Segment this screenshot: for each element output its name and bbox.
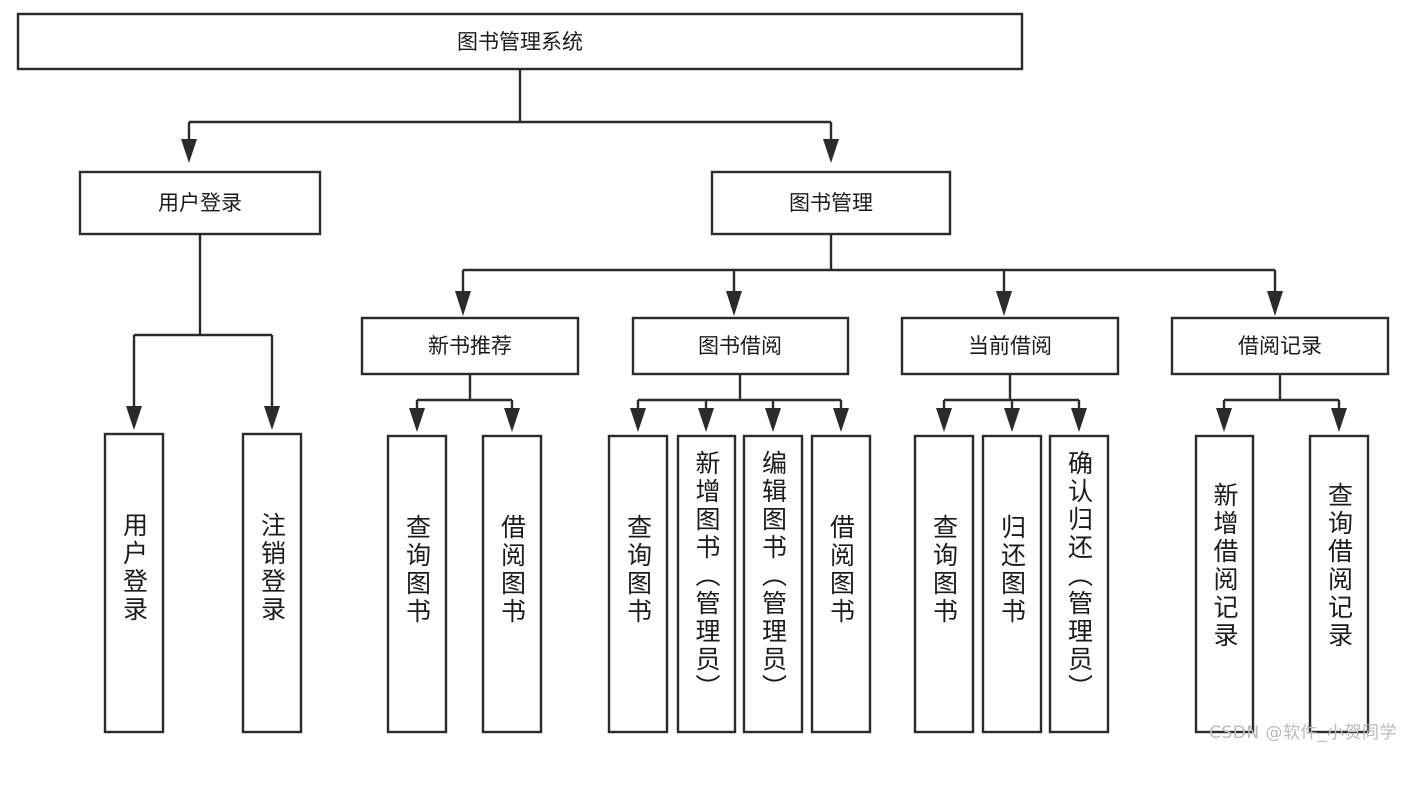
csdn-watermark: CSDN @软件_小贺同学 xyxy=(1209,723,1397,743)
node-label-current-borrow: 当前借阅 xyxy=(968,334,1052,358)
node-label-borrow-record: 借阅记录 xyxy=(1238,334,1322,358)
arrow-borrow-to-leaf-2 xyxy=(698,408,714,432)
node-label-book-borrow: 图书借阅 xyxy=(698,334,782,358)
book-management-system-tree-diagram: 图书管理系统 用户登录 图书管理 新书推荐 图书借阅 当前借阅 借阅记录 xyxy=(16,12,1397,743)
node-box-leaf-borrow-1[interactable] xyxy=(607,434,669,734)
arrow-recommend-to-leaf-2 xyxy=(504,408,520,432)
node-box-leaf-borrow-4[interactable] xyxy=(810,434,872,734)
tree-diagram-canvas: 图书管理系统 用户登录 图书管理 新书推荐 图书借阅 当前借阅 借阅记录 xyxy=(16,12,1390,734)
arrow-current-to-leaf-3 xyxy=(1071,408,1087,432)
node-box-leaf-current-2[interactable] xyxy=(981,434,1043,734)
node-box-leaf-recommend-2[interactable] xyxy=(481,434,543,734)
node-box-leaf-borrow-3[interactable] xyxy=(742,434,804,734)
arrow-book-mgmt-to-borrow xyxy=(726,291,742,316)
node-box-leaf-record-1[interactable] xyxy=(1194,434,1255,734)
node-box-user-login[interactable] xyxy=(78,170,322,236)
node-box-root[interactable] xyxy=(16,12,1024,71)
arrow-book-mgmt-to-recommend xyxy=(455,291,471,316)
node-box-leaf-record-2[interactable] xyxy=(1308,434,1370,734)
node-box-leaf-current-1[interactable] xyxy=(913,434,975,734)
arrow-record-to-leaf-1 xyxy=(1216,408,1232,432)
arrow-current-to-leaf-2 xyxy=(1004,408,1020,432)
node-box-new-book-recommend[interactable] xyxy=(360,316,580,376)
arrow-root-to-book-mgmt xyxy=(823,139,839,163)
node-box-borrow-record[interactable] xyxy=(1170,316,1390,376)
node-box-current-borrow[interactable] xyxy=(900,316,1120,376)
node-box-leaf-user-login-2[interactable] xyxy=(241,432,303,734)
arrow-borrow-to-leaf-3 xyxy=(765,408,781,432)
node-box-book-management[interactable] xyxy=(710,170,952,236)
arrow-record-to-leaf-2 xyxy=(1331,408,1347,432)
node-box-leaf-recommend-1[interactable] xyxy=(386,434,448,734)
node-box-leaf-user-login-1[interactable] xyxy=(103,432,165,734)
node-box-leaf-current-3[interactable] xyxy=(1048,434,1110,734)
node-label-user-login: 用户登录 xyxy=(158,191,242,215)
node-layer: 图书管理系统 用户登录 图书管理 新书推荐 图书借阅 当前借阅 借阅记录 xyxy=(16,12,1390,734)
node-box-book-borrow[interactable] xyxy=(631,316,850,376)
node-label-root: 图书管理系统 xyxy=(457,30,583,54)
arrow-book-mgmt-to-record xyxy=(1267,291,1283,316)
arrow-user-login-to-leaf-1 xyxy=(126,406,142,430)
arrow-current-to-leaf-1 xyxy=(936,408,952,432)
node-label-book-management: 图书管理 xyxy=(789,191,873,215)
arrow-recommend-to-leaf-1 xyxy=(409,408,425,432)
node-label-new-book-recommend: 新书推荐 xyxy=(428,334,512,358)
connector-layer xyxy=(126,69,1347,432)
arrow-borrow-to-leaf-1 xyxy=(630,408,646,432)
arrow-borrow-to-leaf-4 xyxy=(833,408,849,432)
arrow-book-mgmt-to-current xyxy=(996,291,1012,316)
arrow-root-to-user-login xyxy=(181,139,197,163)
node-box-leaf-borrow-2[interactable] xyxy=(676,434,737,734)
arrow-user-login-to-leaf-2 xyxy=(264,406,280,430)
